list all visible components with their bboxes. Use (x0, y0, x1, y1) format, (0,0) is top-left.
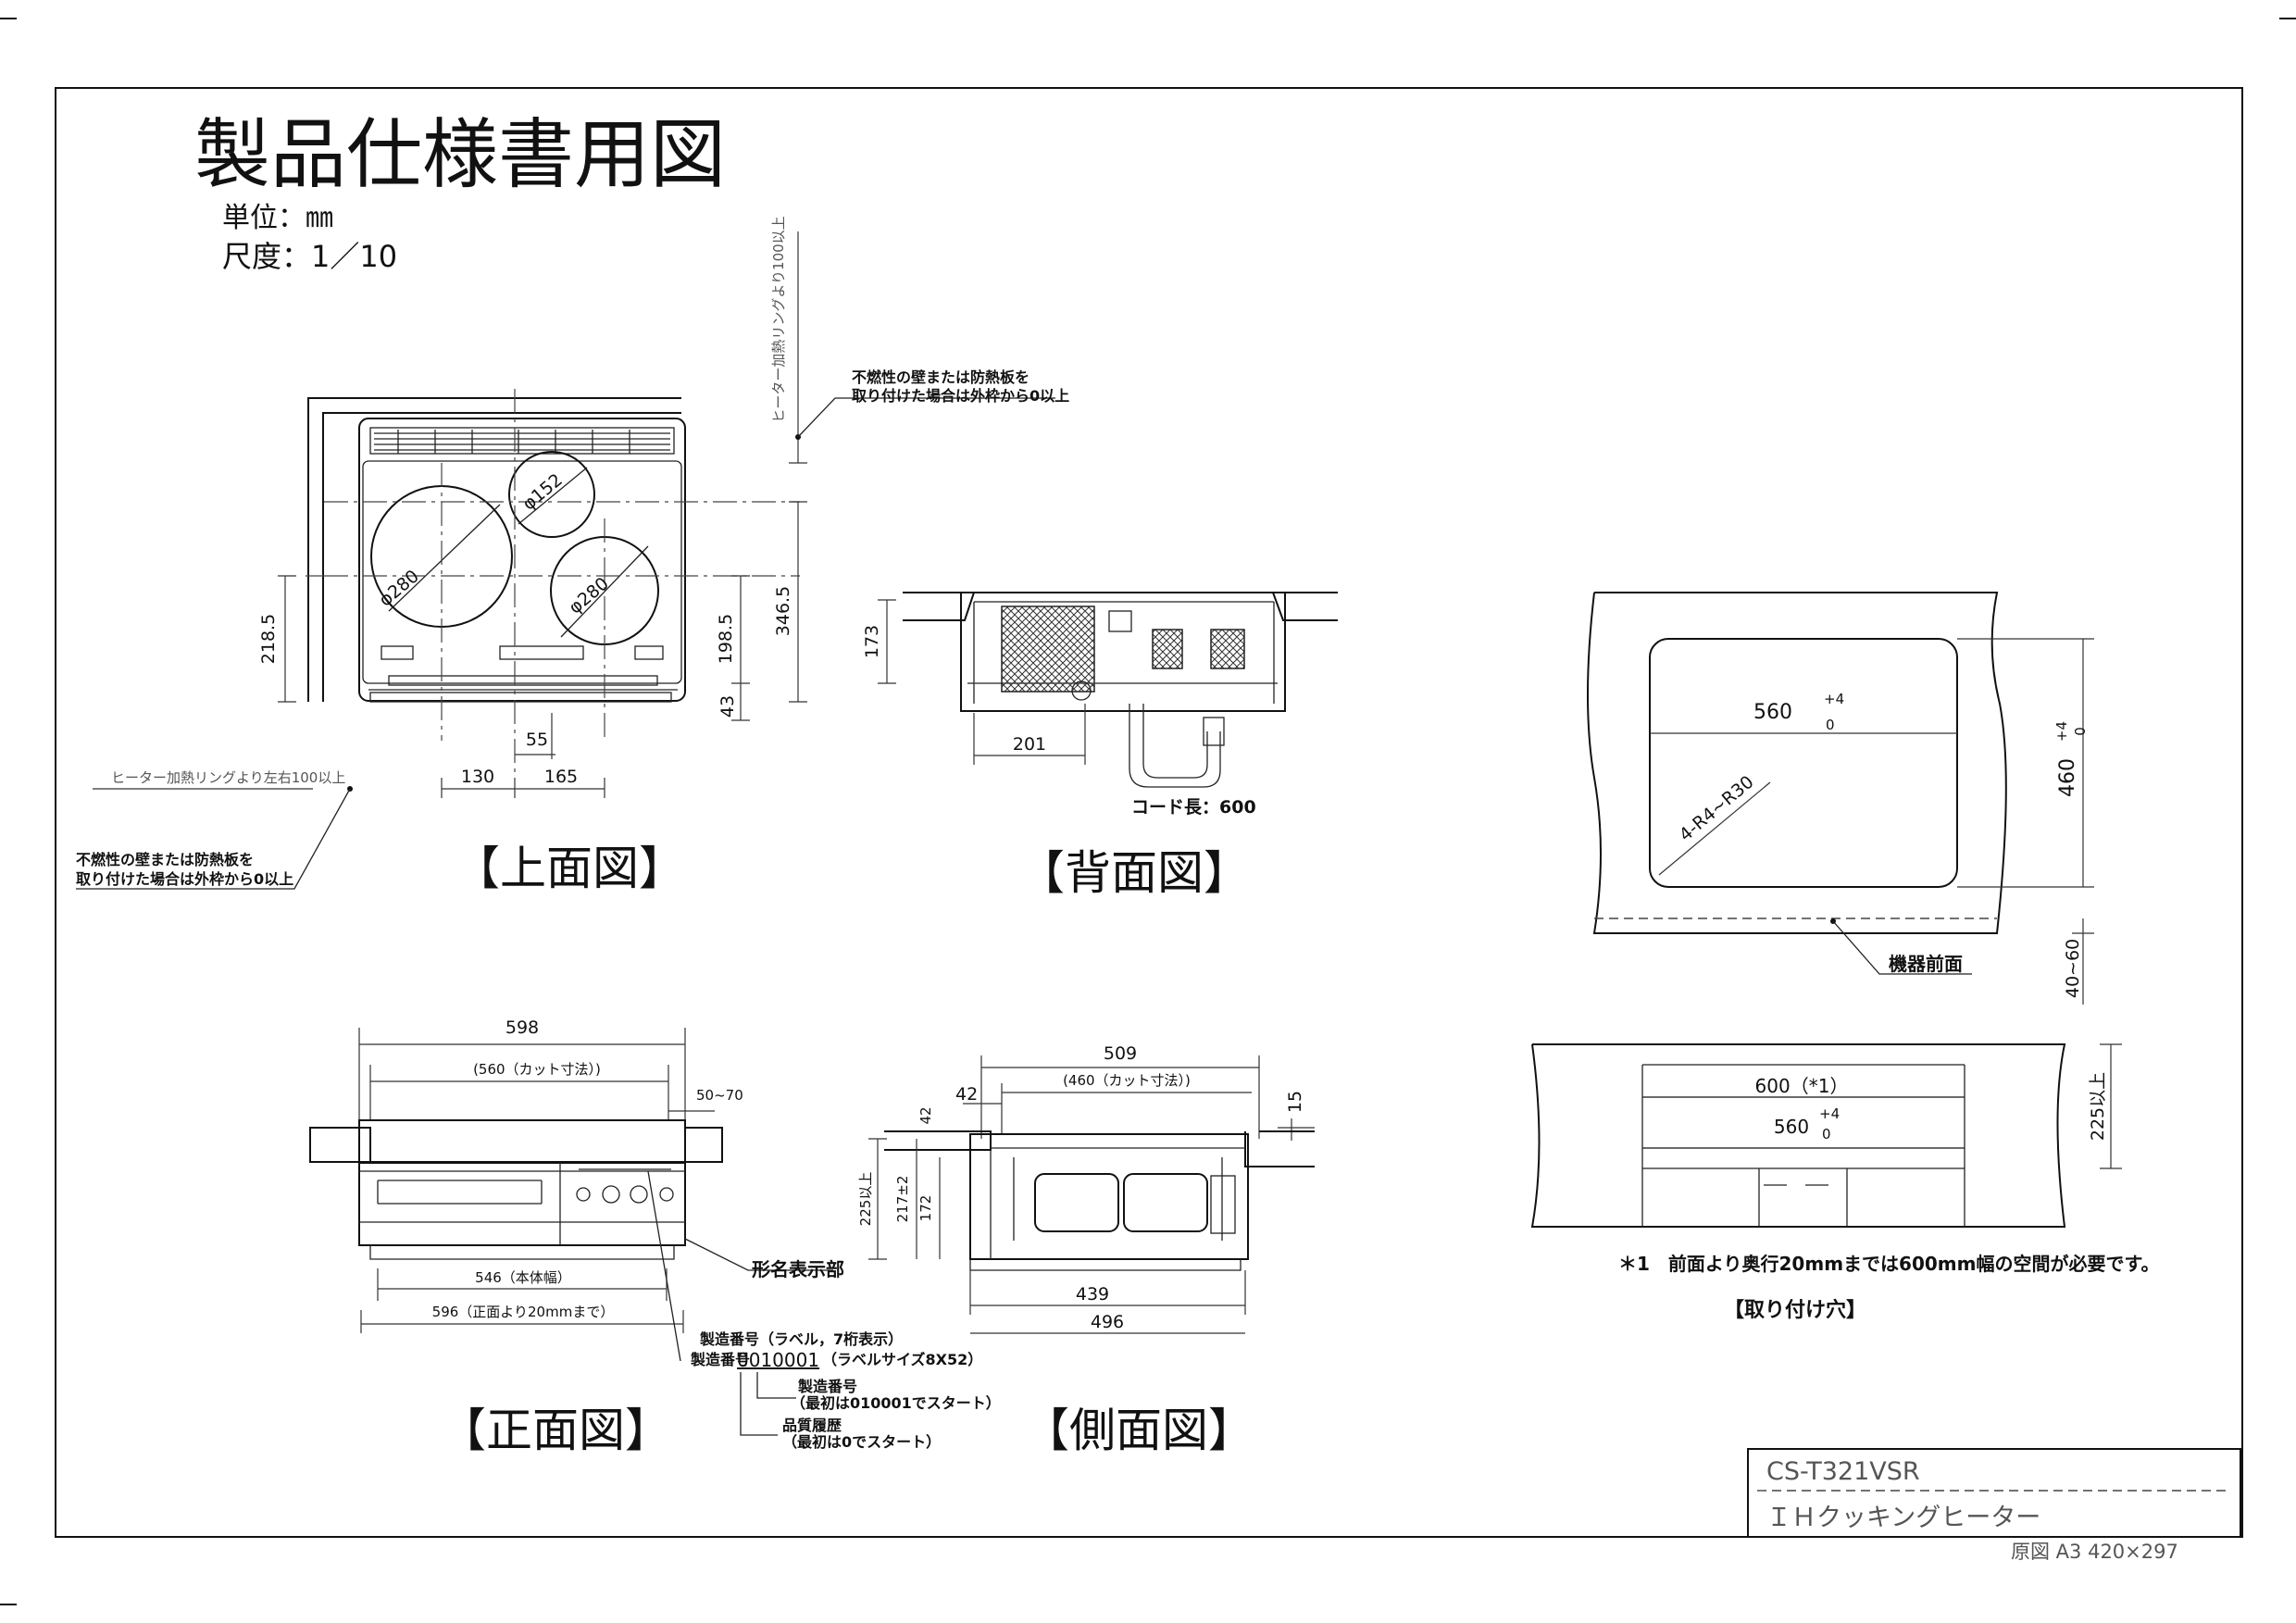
install-top-view: 560 +4 0 460 +4 0 4-R4~R30 40~60 機器前面 (1587, 592, 2094, 1005)
side-view: 509 (460（カット寸法）) 42 15 225以上 217±2 172 4… (857, 1043, 1315, 1457)
dim-346-5: 346.5 (773, 586, 793, 636)
front-view-label: 【正面図】 (440, 1404, 671, 1457)
install-dim-560: 560 (1753, 701, 1792, 724)
dim-460-cut: (460（カット寸法）) (1063, 1072, 1191, 1089)
dim-225: 225以上 (857, 1172, 874, 1227)
serial-sub2-b: （最初は0でスタート） (782, 1433, 941, 1451)
heater-top-clearance: ヒーター加熱リングより100以上 (770, 216, 787, 422)
side-view-label: 【側面図】 (1023, 1404, 1254, 1457)
dim-439: 439 (1076, 1284, 1109, 1305)
dim-560-cut: (560（カット寸法）) (473, 1061, 601, 1078)
drawing-title: 製品仕様書用図 (194, 111, 726, 199)
dim-596: 596（正面より20mmまで） (432, 1304, 615, 1320)
install-radius: 4-R4~R30 (1676, 772, 1758, 846)
dim-172: 172 (917, 1195, 934, 1222)
model-number: CS-T321VSR (1766, 1457, 1920, 1486)
serial-sub2-a: 品質履歴 (782, 1417, 842, 1434)
install-dim-460: 460 (2056, 758, 2079, 797)
dim-42-w: 42 (955, 1084, 978, 1105)
heater-side-clearance: ヒーター加熱リングより左右100以上 (111, 769, 345, 786)
dim-phi-280-right: φ280 (565, 573, 613, 618)
drawing-title-block: 製品仕様書用図 単位：㎜ 尺度：1／10 (194, 111, 726, 274)
serial-sub1-a: 製造番号 (797, 1378, 857, 1395)
sheet-border (0, 18, 2296, 1605)
wall-note-top-1: 不燃性の壁または防熱板を (852, 368, 1029, 386)
dim-130: 130 (461, 767, 494, 787)
model-label-area: 形名表示部 (752, 1258, 844, 1280)
serial-sub1-b: （最初は010001でスタート） (791, 1394, 1001, 1412)
install-dim-560-plus: +4 (1824, 691, 1844, 707)
dim-218-5: 218.5 (258, 614, 279, 664)
install-dim-560b-zero: 0 (1822, 1126, 1831, 1142)
install-dim-560b: 560 (1774, 1116, 1809, 1138)
unit-label: 単位：㎜ (222, 202, 333, 234)
dim-496: 496 (1091, 1312, 1124, 1332)
burner-center (508, 451, 595, 538)
dim-165: 165 (544, 767, 578, 787)
dim-509: 509 (1104, 1043, 1137, 1064)
back-view: 173 201 コード長：600 【背面図】 (862, 592, 1338, 900)
dim-217: 217±2 (894, 1176, 911, 1223)
dim-phi-152: φ152 (518, 469, 567, 514)
install-footnote: ＊1 前面より奥行20mmまでは600mm幅の空間が必要です。 (1618, 1253, 2159, 1275)
install-dim-225: 225以上 (2088, 1072, 2108, 1141)
back-view-label: 【背面図】 (1018, 846, 1250, 900)
cord-length: コード長：600 (1131, 797, 1256, 818)
dim-50-70: 50~70 (696, 1087, 743, 1104)
dim-546: 546（本体幅） (475, 1269, 571, 1286)
scale-label: 尺度：1／10 (222, 239, 397, 274)
dim-42-h: 42 (917, 1106, 934, 1124)
title-block: CS-T321VSR ＩＨクッキングヒーター 原図 A3 420×297 (1747, 1448, 2241, 1563)
install-view-label: 【取り付け穴】 (1724, 1298, 1866, 1322)
install-dim-600: 600（*1） (1755, 1075, 1849, 1097)
wall-note-left-1: 不燃性の壁または防熱板を (76, 851, 254, 868)
dim-173: 173 (862, 625, 882, 658)
install-dim-40-60: 40~60 (2063, 939, 2083, 998)
wall-note-top-2: 取り付けた場合は外枠から0以上 (852, 387, 1069, 405)
install-front-view: 600（*1） 560 +4 0 225以上 ＊1 前面より奥行20mmまでは6… (1530, 1043, 2159, 1322)
install-dim-460-zero: 0 (2072, 727, 2089, 736)
install-dim-560b-plus: +4 (1819, 1105, 1840, 1122)
product-name: ＩＨクッキングヒーター (1766, 1504, 2040, 1532)
device-front-label: 機器前面 (1889, 953, 1963, 975)
dim-15: 15 (1285, 1091, 1305, 1113)
serial-prefix: 製造番号 (690, 1351, 750, 1368)
dim-phi-280-left: φ280 (375, 566, 423, 610)
serial-label-size: （ラベルサイズ8X52） (822, 1351, 982, 1368)
paper-size: 原図 A3 420×297 (2011, 1541, 2178, 1563)
dim-198-5: 198.5 (716, 614, 736, 664)
install-dim-560-zero: 0 (1826, 717, 1835, 733)
install-dim-460-plus: +4 (2053, 721, 2070, 742)
top-view: 218.5 198.5 346.5 43 55 130 165 ヒーター加熱リン… (76, 216, 1069, 895)
dim-43: 43 (718, 695, 738, 718)
cutout-opening (1649, 638, 1958, 888)
serial-value: 0010001 (737, 1349, 819, 1371)
vent-slots (374, 430, 670, 454)
dim-55: 55 (526, 730, 548, 750)
top-view-label: 【上面図】 (454, 842, 685, 895)
dim-201: 201 (1013, 734, 1046, 755)
serial-title: 製造番号（ラベル，7桁表示） (699, 1330, 903, 1348)
wall-note-left-2: 取り付けた場合は外枠から0以上 (76, 870, 293, 888)
dim-598: 598 (505, 1017, 539, 1038)
front-view: 598 (560（カット寸法）) 50~70 546（本体幅） 596（正面より… (309, 1017, 1001, 1457)
